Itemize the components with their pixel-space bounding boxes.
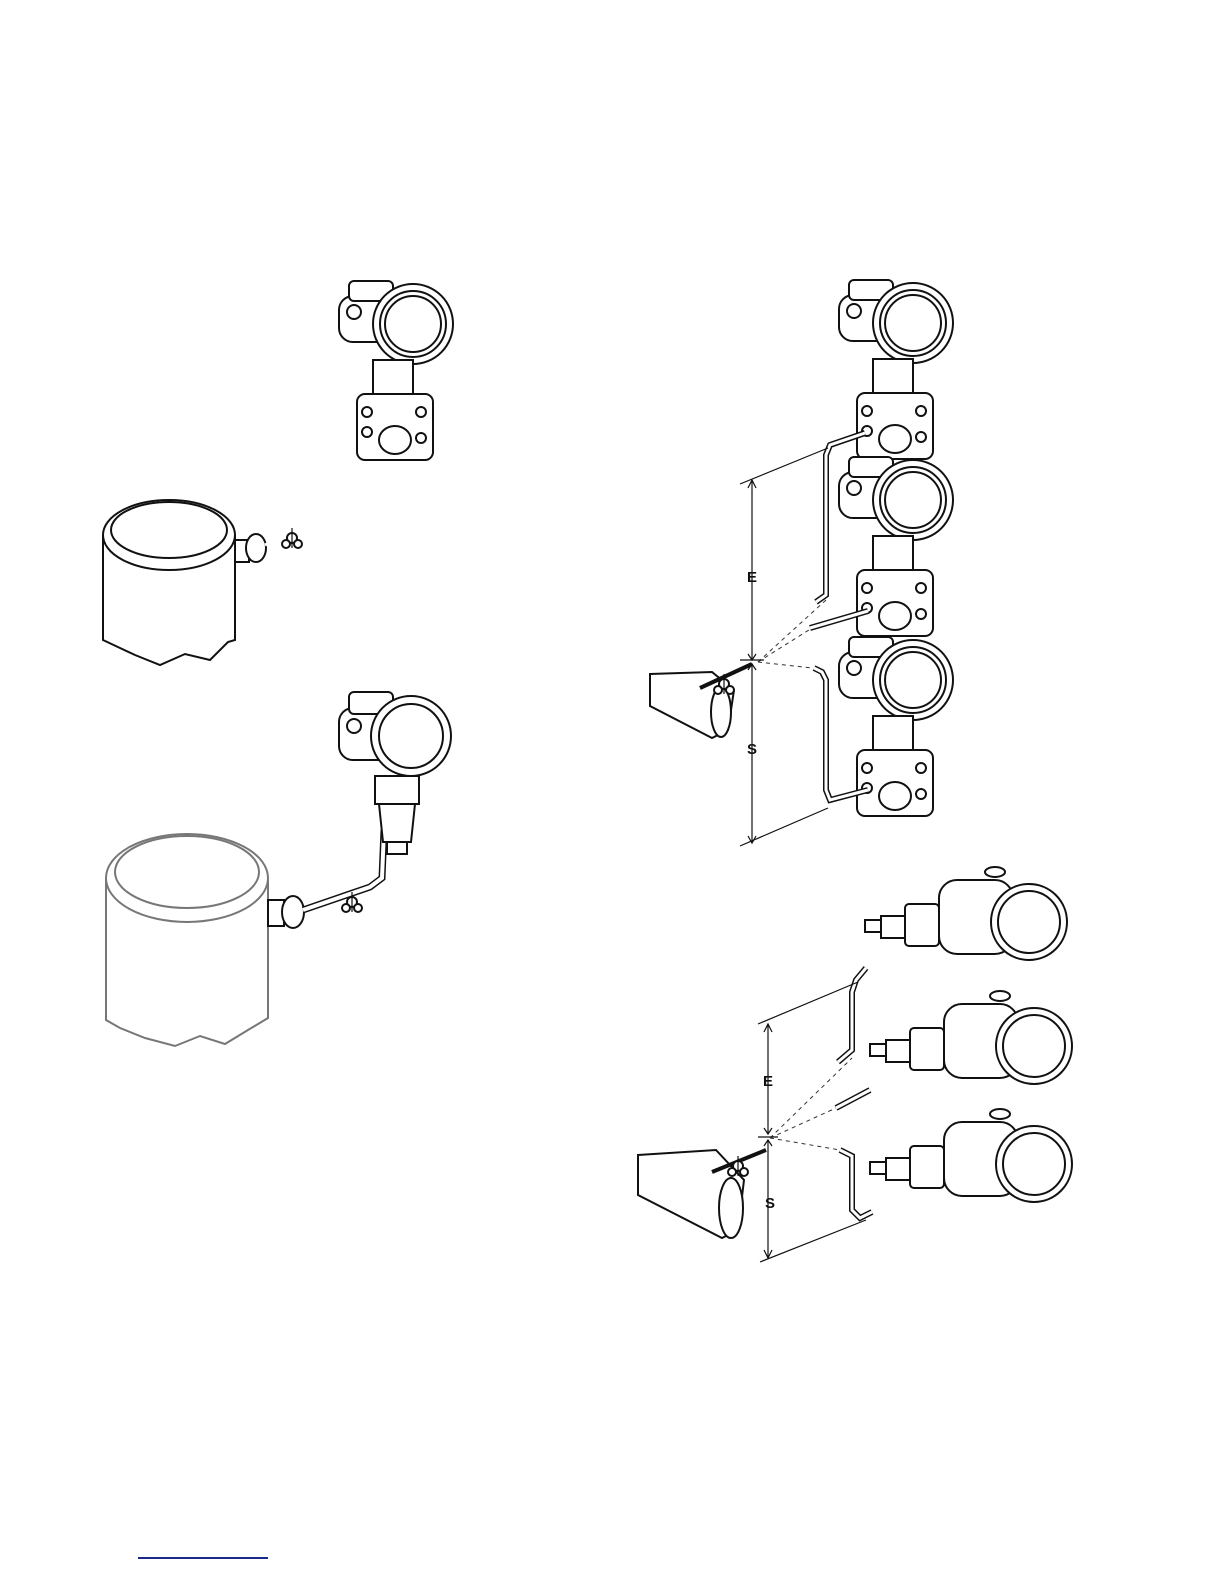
dimension-label-e: E — [747, 569, 757, 586]
pipe-horizontal-transmitters-figure: E S — [638, 867, 1072, 1262]
dimension-label-s: S — [765, 1195, 775, 1212]
footer-rule — [138, 1557, 268, 1559]
tank-dp-transmitter-figure — [103, 281, 453, 665]
dimension-label-s: S — [747, 741, 757, 758]
tank-gauge-transmitter-figure — [106, 692, 451, 1046]
pipe-dp-transmitters-figure: E S — [650, 280, 953, 846]
dimension-label-e: E — [763, 1073, 773, 1090]
